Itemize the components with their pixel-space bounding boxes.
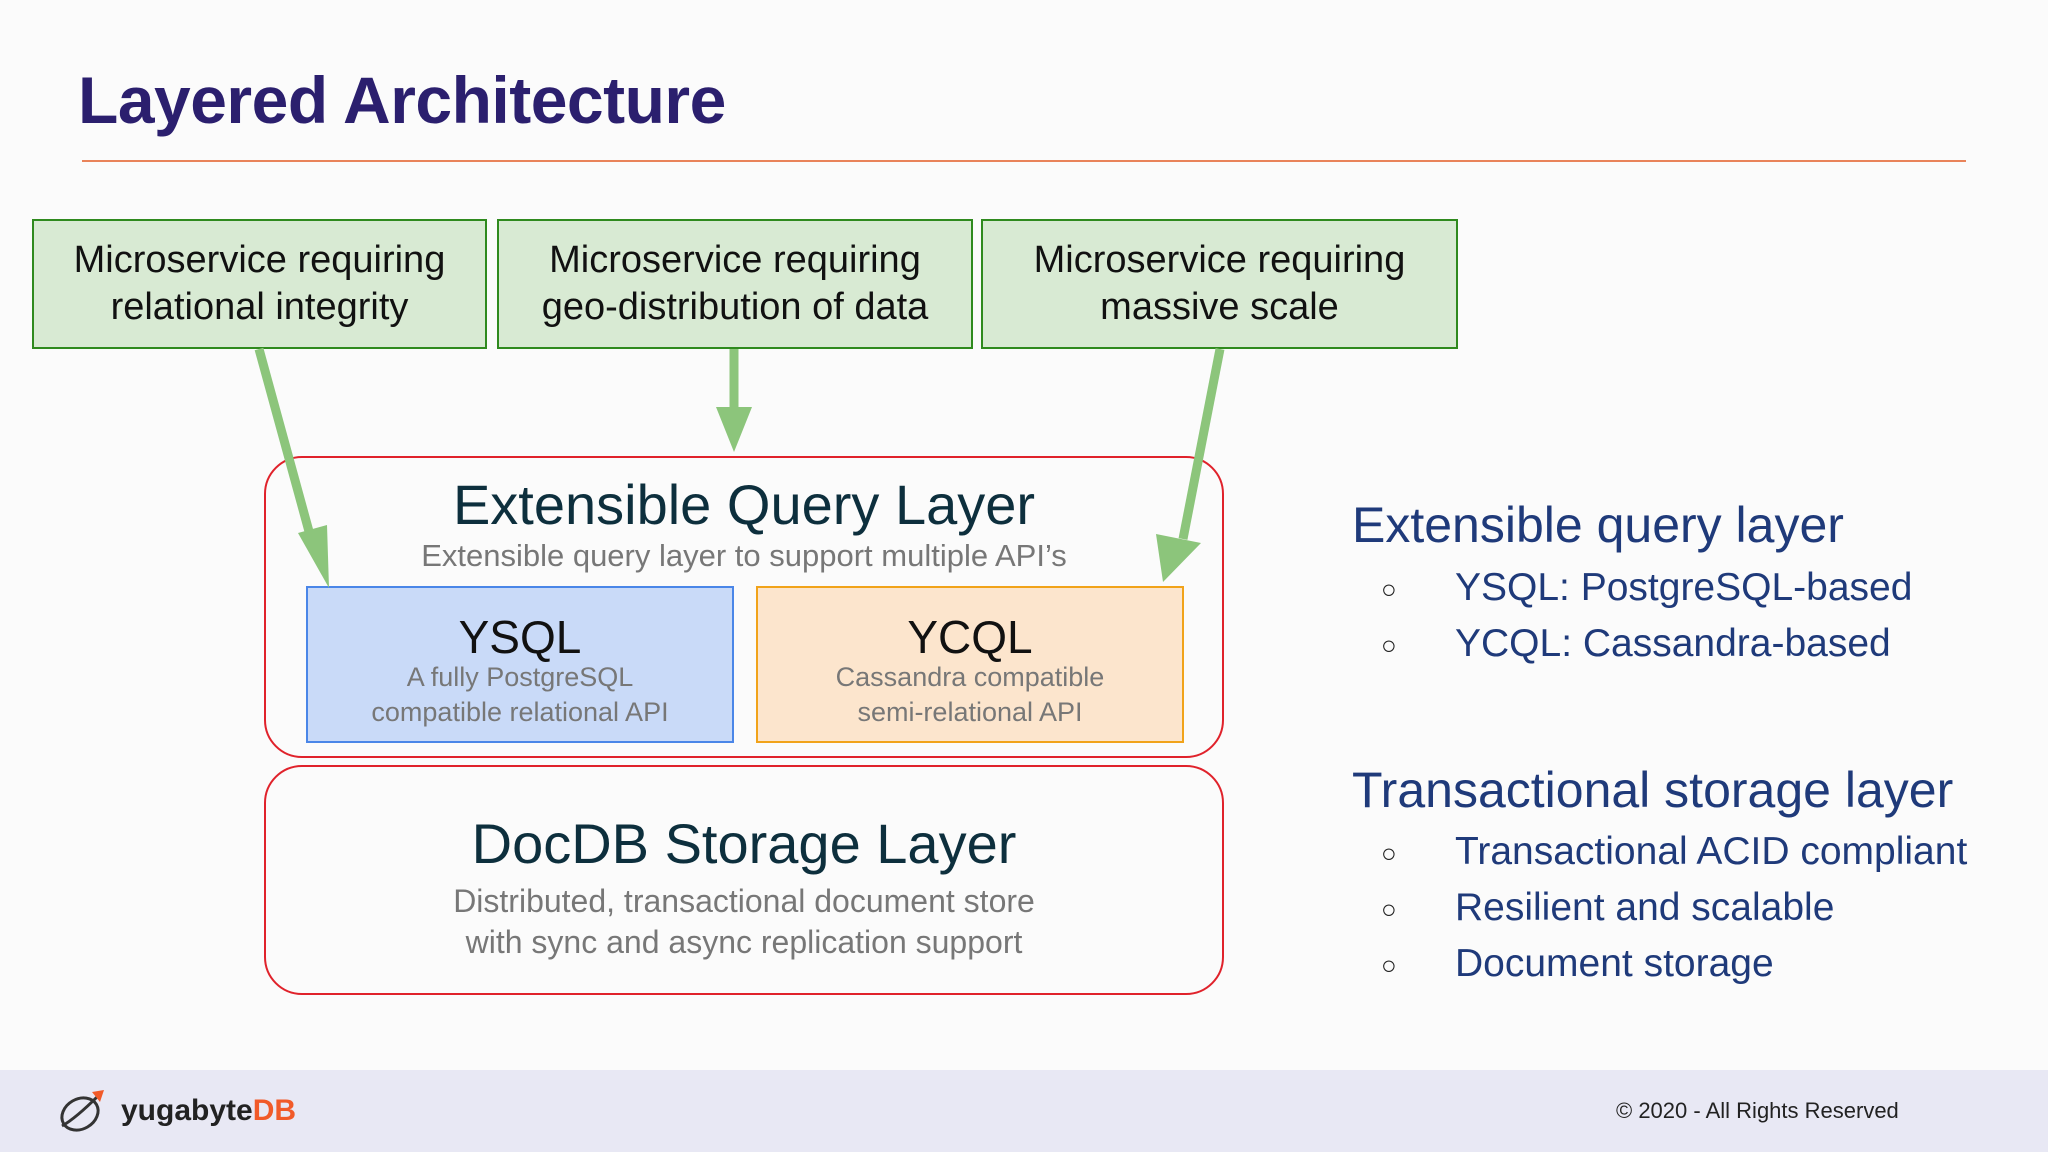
query-layer-box: Extensible Query Layer Extensible query … <box>264 456 1224 758</box>
storage-layer-subtitle: Distributed, transactional document stor… <box>453 883 1035 960</box>
bullet-icon: ○ <box>1381 574 1397 604</box>
footer-bar <box>0 1070 2048 1152</box>
arrow-scale-to-ycql <box>1178 348 1225 540</box>
microservice-box-geo: Microservice requiring geo-distribution … <box>497 219 973 349</box>
storage-layer-box: DocDB Storage Layer Distributed, transac… <box>264 765 1224 995</box>
side-item-ysql: YSQL: PostgreSQL-based <box>1455 566 1913 609</box>
arrow-relational-to-ysql <box>254 347 318 548</box>
ysql-box: YSQL A fully PostgreSQL compatible relat… <box>306 586 734 743</box>
ysql-title: YSQL <box>458 611 582 663</box>
side-item-resilient: Resilient and scalable <box>1455 886 1835 929</box>
brand-prefix: yugabyte <box>121 1094 253 1127</box>
copyright-notice: © 2020 - All Rights Reserved <box>1616 1098 1899 1123</box>
brand-suffix: DB <box>252 1094 297 1127</box>
ysql-description: A fully PostgreSQL compatible relational… <box>371 662 669 727</box>
side-heading-storage: Transactional storage layer <box>1352 762 1954 818</box>
arrowhead-ycql <box>1156 534 1201 582</box>
query-layer-subtitle: Extensible query layer to support multip… <box>421 538 1067 573</box>
side-heading-query: Extensible query layer <box>1352 497 1844 553</box>
microservice-box-relational: Microservice requiring relational integr… <box>32 219 487 349</box>
brand-wordmark: yugabyteDB <box>121 1094 296 1128</box>
query-layer-title: Extensible Query Layer <box>452 473 1036 536</box>
microservice-label: Microservice requiring relational integr… <box>73 239 446 328</box>
ycql-box: YCQL Cassandra compatible semi-relationa… <box>756 586 1184 743</box>
bullet-icon: ○ <box>1381 630 1397 660</box>
slide-title: Layered Architecture <box>78 63 726 137</box>
bullet-icon: ○ <box>1381 950 1397 980</box>
microservice-box-scale: Microservice requiring massive scale <box>981 219 1458 349</box>
side-item-ycql: YCQL: Cassandra-based <box>1455 622 1891 665</box>
microservice-label: Microservice requiring massive scale <box>1033 239 1406 328</box>
arrowhead-query-layer <box>716 407 752 452</box>
ycql-description: Cassandra compatible semi-relational API <box>835 662 1105 727</box>
bullet-icon: ○ <box>1381 894 1397 924</box>
bullet-icon: ○ <box>1381 838 1397 868</box>
ycql-title: YCQL <box>907 611 1033 663</box>
microservice-label: Microservice requiring geo-distribution … <box>541 239 929 328</box>
yugabyte-logo-icon <box>60 1090 104 1132</box>
side-item-document-storage: Document storage <box>1455 942 1774 985</box>
storage-layer-title: DocDB Storage Layer <box>471 812 1017 875</box>
side-item-acid: Transactional ACID compliant <box>1455 830 1968 873</box>
arrowhead-ysql <box>298 525 329 588</box>
title-divider <box>82 160 1966 162</box>
